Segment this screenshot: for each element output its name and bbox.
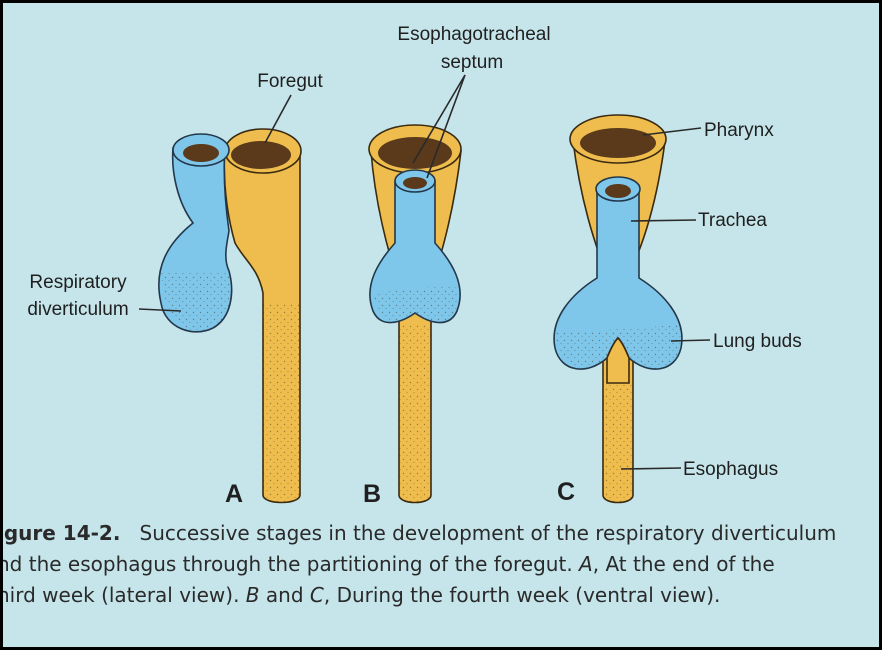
label-esophagotracheal: Esophagotracheal [397, 24, 550, 45]
foregut-diagram: Esophagotracheal septum Foregut Respirat… [3, 3, 879, 518]
caption-and: and [266, 583, 304, 607]
slide: Esophagotracheal septum Foregut Respirat… [3, 3, 879, 647]
caption-ref-c: C [310, 583, 324, 607]
caption-line-3: hird week (lateral view). B and C, Durin… [3, 580, 879, 611]
label-respiratory: Respiratory [29, 272, 127, 293]
figure-caption: igure 14-2. Successive stages in the dev… [3, 518, 879, 611]
caption-ref-b: B [246, 583, 260, 607]
panel-letter-b: B [363, 480, 381, 508]
caption-line-1: igure 14-2. Successive stages in the dev… [3, 518, 879, 549]
caption-line-2: nd the esophagus through the partitionin… [3, 549, 879, 580]
caption-line-3-text: hird week (lateral view). [3, 583, 239, 607]
caption-ref-a: A [579, 552, 593, 576]
stage-c-drawing [554, 115, 682, 503]
panel-letter-a: A [225, 480, 243, 508]
caption-line-2-text: nd the esophagus through the partitionin… [3, 552, 573, 576]
label-lung-buds: Lung buds [713, 331, 802, 352]
caption-figure-number: igure 14-2. [3, 521, 120, 545]
label-trachea: Trachea [698, 210, 767, 231]
label-pharynx: Pharynx [704, 120, 774, 141]
label-foregut: Foregut [257, 71, 323, 92]
caption-line-2-rest: , At the end of the [593, 552, 775, 576]
caption-line-3-rest: , During the fourth week (ventral view). [324, 583, 721, 607]
label-esophagus: Esophagus [683, 459, 778, 480]
label-diverticulum: diverticulum [27, 299, 128, 320]
panel-letter-c: C [557, 478, 575, 506]
stage-a-drawing [159, 129, 301, 503]
caption-line-1-text: Successive stages in the development of … [140, 521, 837, 545]
label-septum: septum [441, 52, 503, 73]
stage-b-drawing [369, 125, 461, 503]
